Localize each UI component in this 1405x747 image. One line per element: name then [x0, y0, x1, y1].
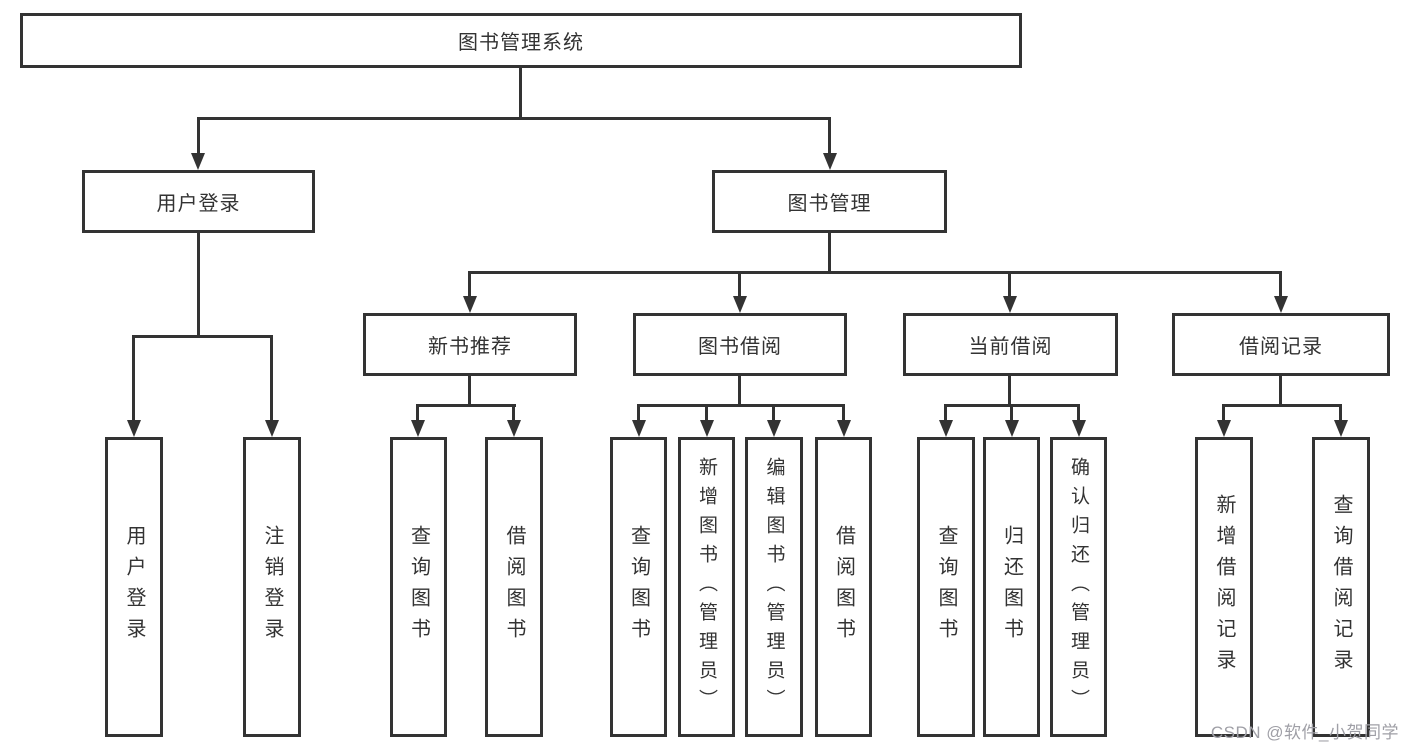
connector-line: [772, 404, 775, 422]
connector-line: [197, 233, 200, 335]
connector-line: [1008, 271, 1011, 297]
connector-line: [944, 404, 947, 422]
connector-line: [468, 376, 471, 404]
node-leaf-user-login: 用户登录: [105, 437, 163, 737]
connector-line: [468, 271, 471, 297]
node-leaf-borrowing-borrow-books: 借阅图书: [815, 437, 872, 737]
connector-line: [132, 335, 135, 421]
arrow-down-icon: [1217, 420, 1231, 437]
arrow-down-icon: [823, 153, 837, 170]
connector-line: [468, 271, 1282, 274]
arrow-down-icon: [1334, 420, 1348, 437]
arrow-down-icon: [632, 420, 646, 437]
leaf-label: 用户登录: [123, 525, 145, 649]
node-leaf-logout: 注销登录: [243, 437, 301, 737]
node-leaf-add-books-admin: 新增图书（管理员）: [678, 437, 735, 737]
node-book-management: 图书管理: [712, 170, 947, 233]
arrow-down-icon: [939, 420, 953, 437]
connector-line: [842, 404, 845, 422]
leaf-label: 归还图书: [1000, 525, 1023, 649]
connector-line: [637, 404, 640, 422]
arrow-down-icon: [191, 153, 205, 170]
connector-line: [705, 404, 708, 422]
node-leaf-borrowing-query-books: 查询图书: [610, 437, 667, 737]
leaf-label: 查询图书: [935, 525, 957, 649]
csdn-watermark: CSDN @软件_小贺同学: [1210, 723, 1399, 742]
leaf-label: 新增借阅记录: [1213, 494, 1235, 680]
connector-line: [1222, 404, 1225, 422]
connector-line: [197, 117, 831, 120]
arrow-down-icon: [1072, 420, 1086, 437]
connector-line: [519, 68, 522, 117]
connector-line: [828, 233, 831, 271]
node-leaf-add-borrow-record: 新增借阅记录: [1195, 437, 1253, 737]
connector-line: [1008, 376, 1011, 404]
connector-line: [738, 376, 741, 404]
node-new-book-recommend: 新书推荐: [363, 313, 577, 376]
leaf-label: 注销登录: [261, 525, 283, 649]
connector-line: [416, 404, 516, 407]
connector-line: [512, 404, 515, 422]
connector-line: [1222, 404, 1342, 407]
leaf-label: 查询借阅记录: [1330, 494, 1352, 680]
connector-line: [132, 335, 273, 338]
node-user-login: 用户登录: [82, 170, 315, 233]
arrow-down-icon: [127, 420, 141, 437]
node-borrowing-records: 借阅记录: [1172, 313, 1390, 376]
connector-line: [197, 117, 200, 154]
arrow-down-icon: [1005, 420, 1019, 437]
connector-line: [1279, 271, 1282, 297]
arrow-down-icon: [507, 420, 521, 437]
node-leaf-newbook-query-books: 查询图书: [390, 437, 447, 737]
leaf-label: 借阅图书: [503, 525, 525, 649]
leaf-label: 借阅图书: [832, 525, 855, 649]
arrow-down-icon: [733, 296, 747, 313]
node-leaf-confirm-return-admin: 确认归还（管理员）: [1050, 437, 1107, 737]
arrow-down-icon: [411, 420, 425, 437]
connector-line: [270, 335, 273, 421]
node-leaf-current-query-books: 查询图书: [917, 437, 975, 737]
leaf-label: 确认归还（管理员）: [1068, 456, 1089, 718]
arrow-down-icon: [837, 420, 851, 437]
leaf-label: 新增图书（管理员）: [696, 456, 717, 718]
connector-line: [1077, 404, 1080, 422]
arrow-down-icon: [767, 420, 781, 437]
arrow-down-icon: [1003, 296, 1017, 313]
node-current-borrowing: 当前借阅: [903, 313, 1118, 376]
leaf-label: 查询图书: [627, 525, 650, 649]
node-leaf-newbook-borrow-books: 借阅图书: [485, 437, 543, 737]
leaf-label: 查询图书: [407, 525, 430, 649]
connector-line: [637, 404, 845, 407]
node-leaf-edit-books-admin: 编辑图书（管理员）: [745, 437, 803, 737]
node-leaf-query-borrow-record: 查询借阅记录: [1312, 437, 1370, 737]
connector-line: [1339, 404, 1342, 422]
connector-line: [828, 117, 831, 154]
leaf-label: 编辑图书（管理员）: [763, 456, 785, 718]
arrow-down-icon: [463, 296, 477, 313]
arrow-down-icon: [265, 420, 279, 437]
arrow-down-icon: [700, 420, 714, 437]
node-library-management-system: 图书管理系统: [20, 13, 1022, 68]
connector-line: [1010, 404, 1013, 422]
node-book-borrowing: 图书借阅: [633, 313, 847, 376]
node-leaf-return-books: 归还图书: [983, 437, 1040, 737]
connector-line: [738, 271, 741, 297]
connector-line: [416, 404, 419, 422]
arrow-down-icon: [1274, 296, 1288, 313]
connector-line: [1279, 376, 1282, 404]
